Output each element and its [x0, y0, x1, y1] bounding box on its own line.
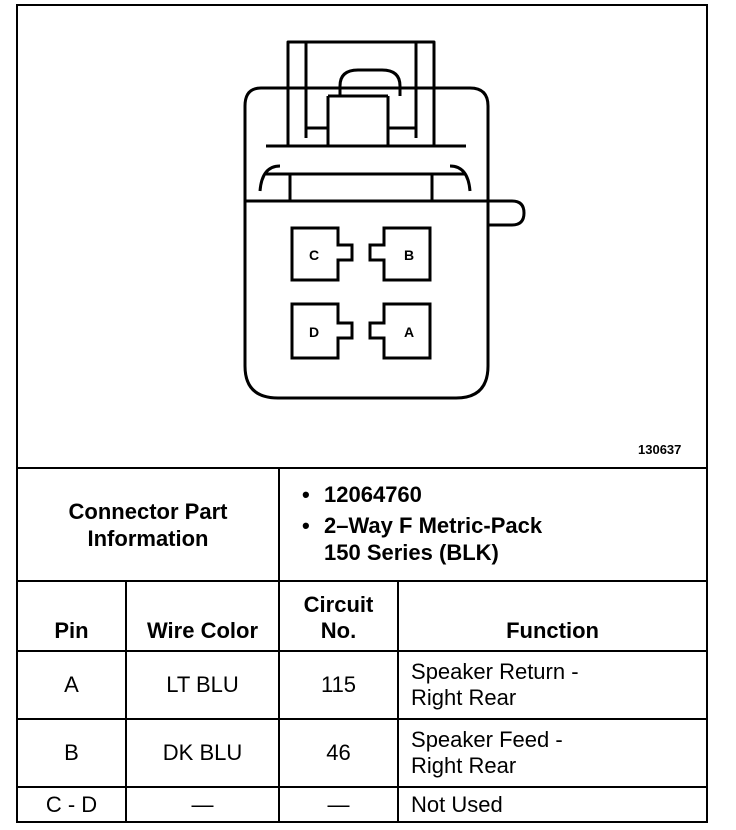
connector-info-label-line2: Information	[87, 525, 209, 551]
function-line1: Speaker Feed -	[411, 727, 563, 752]
cavity-label-a: A	[404, 324, 414, 340]
figure-id: 130637	[638, 442, 682, 457]
part-number: 12064760	[324, 482, 422, 507]
table-header-row: Pin Wire Color Circuit No. Function	[18, 580, 707, 652]
circuit-cell: —	[278, 786, 400, 822]
pin-cell: A	[18, 650, 127, 720]
function-cell: Speaker Feed - Right Rear	[397, 718, 707, 788]
locking-tab-slot	[338, 68, 402, 96]
function-line2: Right Rear	[411, 753, 517, 778]
circuit-cell: 46	[278, 718, 400, 788]
cavity-label-d: D	[309, 324, 319, 340]
cavity-label-b: B	[404, 247, 414, 263]
connector-info-details: 12064760 2–Way F Metric-Pack 150 Series …	[278, 467, 707, 582]
wire-color-cell: LT BLU	[124, 650, 281, 720]
connector-info-label: Connector Part Information	[18, 467, 281, 582]
connector-sheet: C B D A 130637 Connector Part Informatio…	[16, 4, 708, 823]
connector-info-label-line1: Connector Part	[68, 498, 228, 524]
table-row: B DK BLU 46 Speaker Feed - Right Rear	[18, 718, 707, 788]
connector-type-line1: 2–Way F Metric-Pack	[324, 513, 543, 538]
wire-color-cell: DK BLU	[124, 718, 281, 788]
header-circuit-line2: No.	[320, 618, 357, 643]
function-line2: Right Rear	[411, 685, 517, 710]
latch-arm	[245, 199, 526, 227]
connector-type-item: 2–Way F Metric-Pack 150 Series (BLK)	[302, 512, 706, 566]
connector-body-outline	[243, 86, 490, 400]
header-wire-color: Wire Color	[124, 580, 281, 652]
header-circuit: Circuit No.	[278, 580, 400, 652]
connector-face-drawing: C B D A	[243, 40, 526, 400]
cavity-a	[368, 302, 432, 360]
cavity-c	[290, 226, 354, 282]
pin-cell: C - D	[18, 786, 127, 822]
function-cell: Speaker Return - Right Rear	[397, 650, 707, 720]
header-function: Function	[397, 580, 707, 652]
function-line1: Speaker Return -	[411, 659, 579, 684]
circuit-cell: 115	[278, 650, 400, 720]
part-number-item: 12064760	[302, 481, 706, 508]
pin-cell: B	[18, 718, 127, 788]
connector-info-list: 12064760 2–Way F Metric-Pack 150 Series …	[280, 469, 706, 566]
connector-type-line2: 150 Series (BLK)	[324, 540, 499, 565]
locking-tab-inner	[304, 42, 418, 146]
connector-diagram: C B D A 130637	[18, 6, 706, 467]
cavity-b	[368, 226, 432, 282]
function-cell: Not Used	[397, 786, 707, 822]
header-circuit-line1: Circuit	[303, 592, 374, 617]
pinout-table: Connector Part Information 12064760 2–Wa…	[18, 467, 707, 822]
function-line1: Not Used	[411, 792, 503, 817]
locking-tab	[286, 40, 436, 148]
wire-color-cell: —	[124, 786, 281, 822]
cavity-d	[290, 302, 354, 360]
cavity-label-c: C	[309, 247, 319, 263]
table-row: C - D — — Not Used	[18, 786, 707, 822]
connector-info-row: Connector Part Information 12064760 2–Wa…	[18, 467, 707, 582]
header-pin: Pin	[18, 580, 127, 652]
table-row: A LT BLU 115 Speaker Return - Right Rear	[18, 650, 707, 720]
